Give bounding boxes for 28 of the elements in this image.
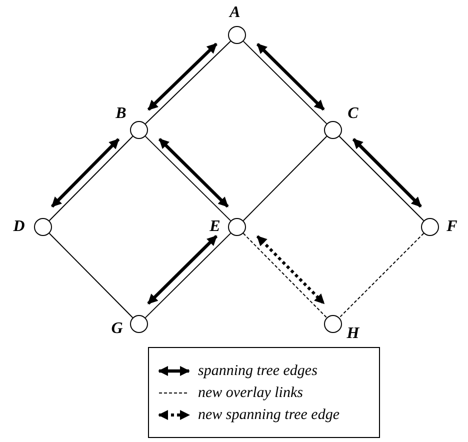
double-arrow [256,42,325,111]
node-label: B [116,106,126,122]
node-label: G [111,321,123,337]
link-line [242,40,328,124]
node-label: H [346,326,360,342]
link-line [338,136,424,222]
node-label: A [230,5,240,21]
legend-text: spanning tree edges [198,362,318,380]
link-line [144,136,232,222]
double-arrow [147,42,218,111]
dotted-double-arrow [256,235,325,304]
dashed-link [338,232,424,318]
node-label: C [348,106,358,122]
link-line [48,232,134,318]
legend-text: new spanning tree edge [198,406,340,424]
dashed-link [242,232,328,318]
node-label: F [446,219,458,235]
legend-text: new overlay links [198,384,303,402]
link-line [144,40,232,124]
double-arrow [147,234,218,305]
double-arrow [50,138,120,208]
node-label: E [210,219,220,235]
link-line [144,232,232,318]
double-arrow [158,138,229,208]
link-line [48,136,134,222]
double-arrow [352,138,422,208]
node-label: D [13,219,25,235]
link-line [242,136,328,222]
